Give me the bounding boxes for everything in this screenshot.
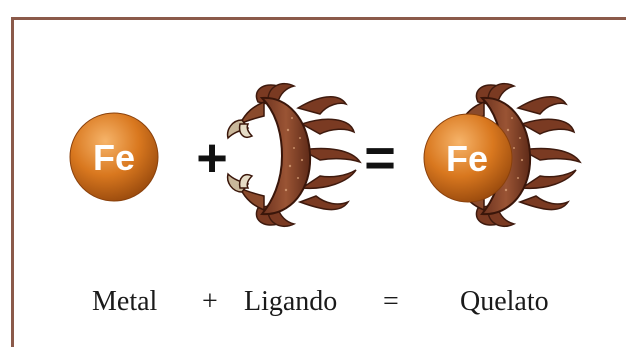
caption-equals: = [383, 286, 399, 317]
caption-metal: Metal [92, 286, 158, 317]
plus-sign: + [196, 128, 228, 188]
frame-border-top [11, 17, 626, 20]
chelate-metal-sphere [423, 113, 513, 203]
equals-sign: = [364, 128, 396, 188]
ligand-crab-icon [226, 82, 361, 228]
caption-ligand: Ligando [244, 286, 338, 317]
caption-chelate: Quelato [460, 286, 549, 317]
chelate-metal-symbol-label: Fe [446, 138, 488, 179]
frame-border-left [11, 17, 14, 347]
caption-plus: + [202, 286, 218, 317]
metal-sphere [69, 112, 159, 202]
metal-symbol-label: Fe [93, 137, 135, 178]
